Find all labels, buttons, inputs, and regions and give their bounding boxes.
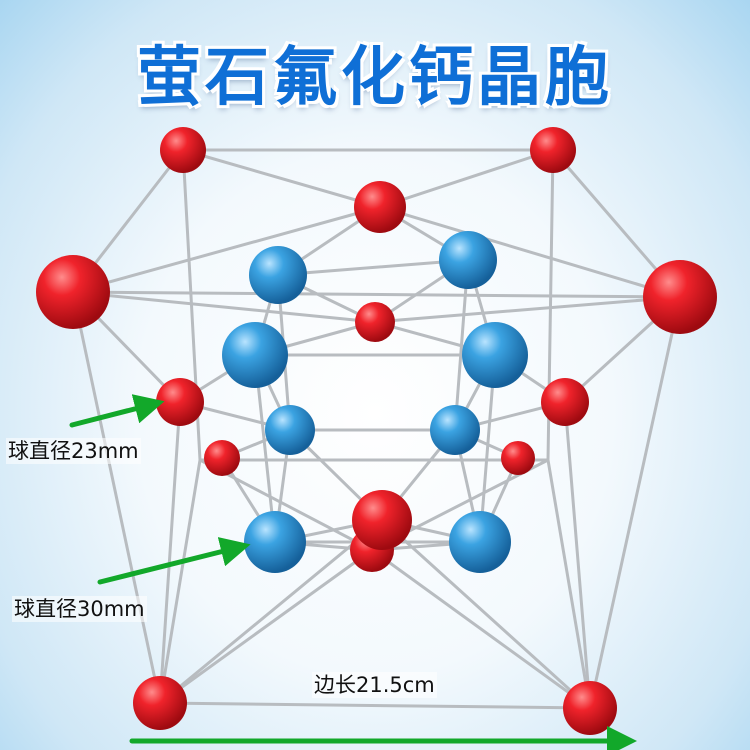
edge-length-label: 边长21.5cm (312, 672, 437, 698)
ball-30mm-label: 球直径30mm (12, 596, 147, 622)
red-ball (563, 681, 617, 735)
red-ball (355, 302, 395, 342)
red-ball (643, 260, 717, 334)
page-title: 萤石氟化钙晶胞 (137, 41, 613, 115)
blue-ball (462, 322, 528, 388)
red-ball (352, 490, 412, 550)
blue-ball (249, 246, 307, 304)
arrow-ball-23 (69, 394, 165, 428)
arrow-ball-30 (97, 537, 251, 585)
red-ball (501, 441, 535, 475)
atoms (36, 127, 717, 735)
red-ball (530, 127, 576, 173)
blue-ball (439, 231, 497, 289)
ball-23mm-label: 球直径23mm (6, 438, 141, 464)
blue-ball (244, 511, 306, 573)
red-ball (541, 378, 589, 426)
rods (71, 148, 682, 710)
red-ball (36, 255, 110, 329)
blue-ball (265, 405, 315, 455)
annotation-arrows (69, 394, 637, 750)
red-ball (160, 127, 206, 173)
red-ball (156, 378, 204, 426)
blue-ball (449, 511, 511, 573)
red-ball (354, 181, 406, 233)
blue-ball (222, 322, 288, 388)
red-ball (204, 440, 240, 476)
blue-ball (430, 405, 480, 455)
red-ball (133, 676, 187, 730)
